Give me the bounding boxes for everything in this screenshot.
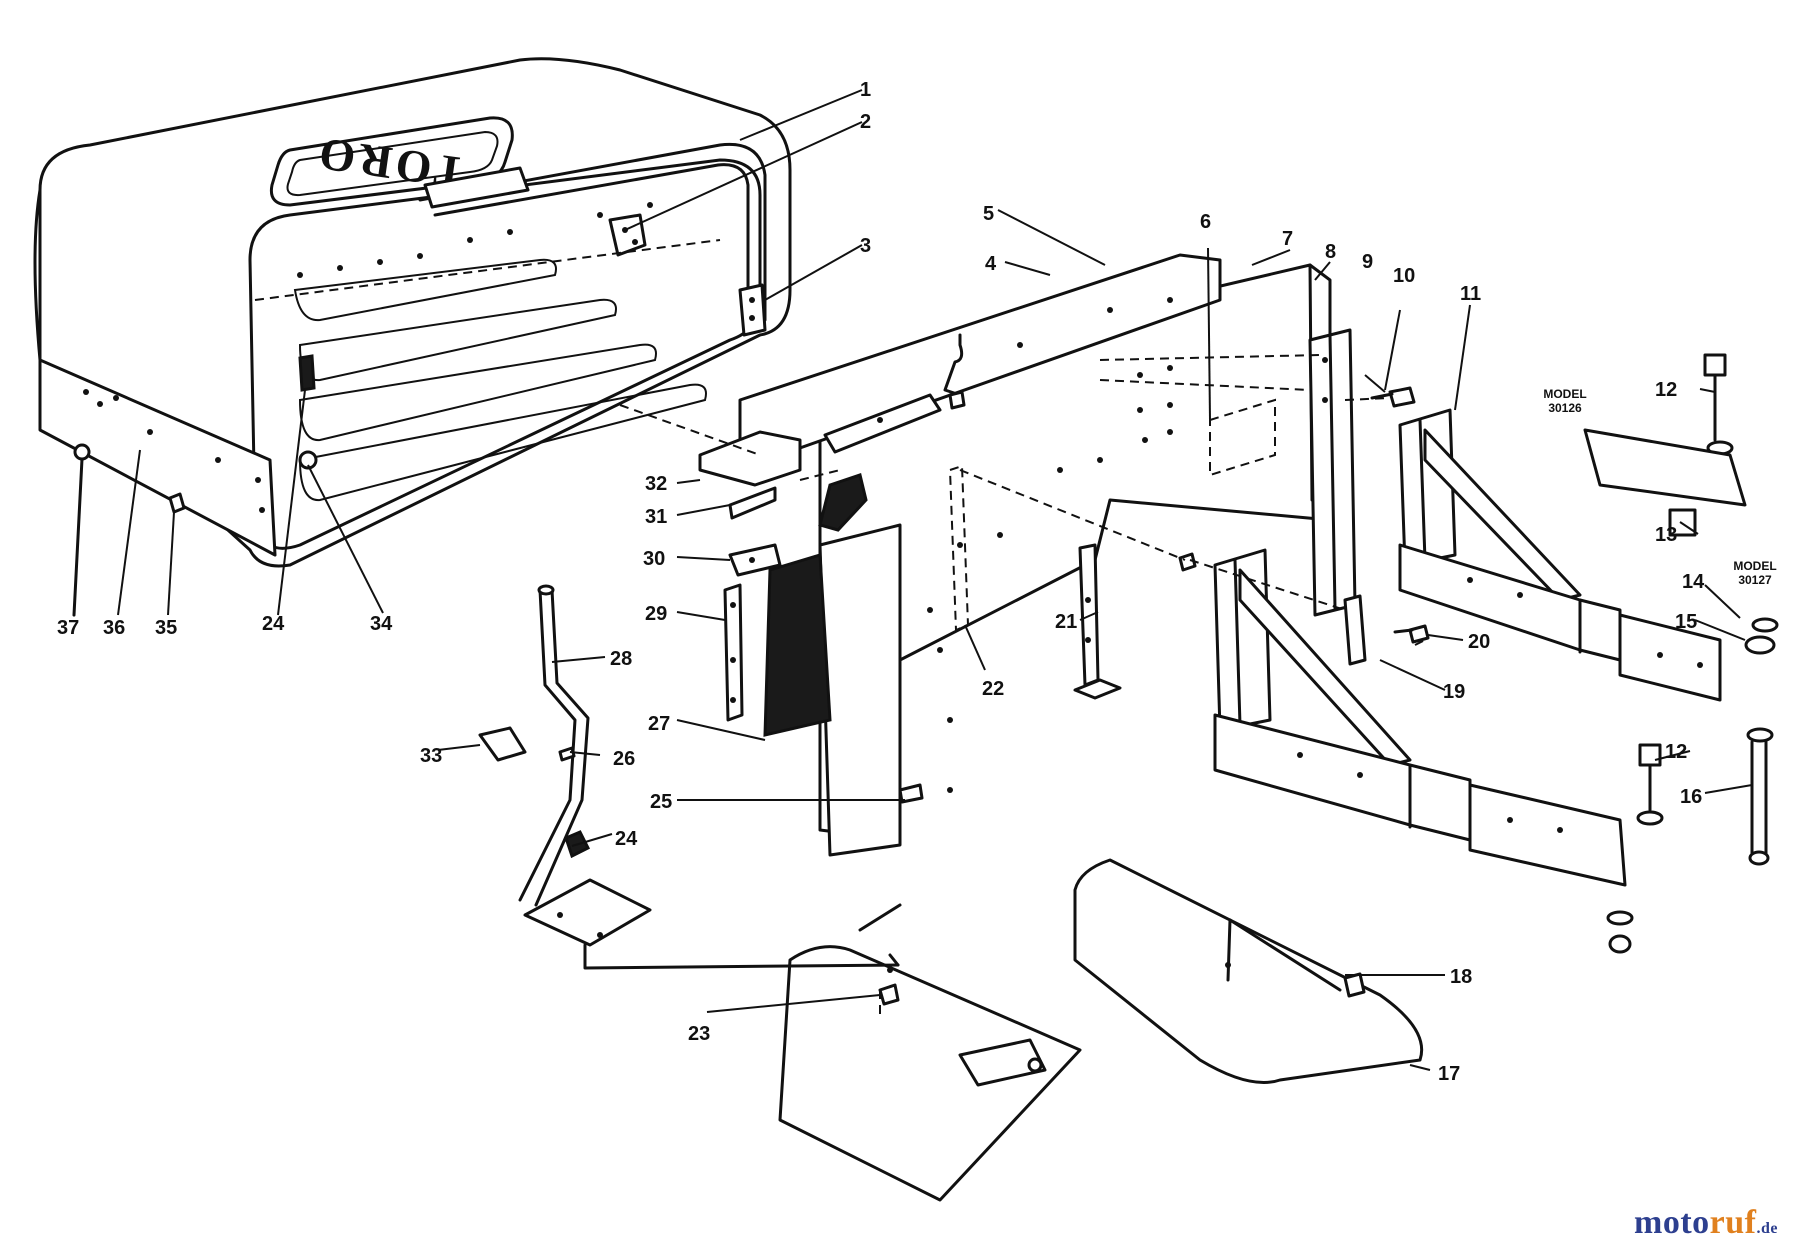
callout-3: 3: [860, 235, 871, 257]
callout-26: 26: [613, 748, 635, 770]
callout-16: 16: [1680, 786, 1702, 808]
callout-37: 37: [57, 617, 79, 639]
watermark-part2: ruf: [1709, 1204, 1757, 1241]
model-note-2-line1: MODEL: [1733, 559, 1776, 573]
callout-10: 10: [1393, 265, 1415, 287]
model-note-1-line2: 30126: [1548, 401, 1582, 415]
callout-numbers: 1 2 3 4 5 6 7 8 9 10 11 12 12 13 14 15 1…: [57, 79, 1705, 1085]
model-note-2-line2: 30127: [1738, 573, 1772, 587]
model-note-1-line1: MODEL: [1543, 387, 1586, 401]
callout-30: 30: [643, 548, 665, 570]
callout-12b: 12: [1665, 741, 1687, 763]
callout-28: 28: [610, 648, 632, 670]
callout-33: 33: [420, 745, 442, 767]
callout-29: 29: [645, 603, 667, 625]
callout-5: 5: [983, 203, 994, 225]
callout-2: 2: [860, 111, 871, 133]
discharge-chute: [778, 903, 1082, 1202]
callout-34: 34: [370, 613, 393, 635]
callout-4: 4: [985, 253, 997, 275]
callout-19: 19: [1443, 681, 1465, 703]
callout-24b: 24: [615, 828, 638, 850]
callout-17: 17: [1438, 1063, 1460, 1085]
upright-bar-9: [1308, 328, 1367, 666]
callout-23: 23: [688, 1023, 710, 1045]
watermark-part1: moto: [1634, 1204, 1710, 1241]
frame-lower: [1213, 548, 1627, 887]
callout-21: 21: [1055, 611, 1077, 633]
hardware-right: [1583, 353, 1779, 954]
bracket-21: [1073, 543, 1197, 700]
grass-catcher-bag: TORO: [33, 57, 792, 617]
model-notes: MODEL 30126 MODEL 30127: [1543, 387, 1776, 587]
callout-12a: 12: [1655, 379, 1677, 401]
callout-9: 9: [1362, 251, 1373, 273]
leader-lines: [117, 89, 1753, 1071]
watermark-suffix: .de: [1756, 1220, 1778, 1237]
callout-15: 15: [1675, 611, 1697, 633]
decal-6: [1209, 398, 1276, 477]
callout-13: 13: [1655, 524, 1677, 546]
callout-20: 20: [1468, 631, 1490, 653]
watermark-logo: motoruf.de: [1634, 1204, 1778, 1242]
callout-27: 27: [648, 713, 670, 735]
front-leg: [723, 473, 924, 857]
callout-7: 7: [1282, 228, 1293, 250]
rail-5: [698, 253, 1222, 520]
deflector-17: [1073, 858, 1424, 1084]
callout-25: 25: [650, 791, 672, 813]
callout-22: 22: [982, 678, 1004, 700]
callout-8: 8: [1325, 241, 1336, 263]
callout-1: 1: [860, 79, 871, 101]
callout-11: 11: [1460, 283, 1481, 305]
callout-6: 6: [1200, 211, 1211, 233]
callout-36: 36: [103, 617, 125, 639]
bolt-20: [1408, 624, 1430, 644]
callout-35: 35: [155, 617, 177, 639]
callout-14: 14: [1682, 571, 1705, 593]
callout-31: 31: [645, 506, 667, 528]
callout-24a: 24: [262, 613, 285, 635]
callout-18: 18: [1450, 966, 1472, 988]
bolt-10: [1388, 386, 1416, 408]
frame-11: [1398, 408, 1722, 702]
callout-32: 32: [645, 473, 667, 495]
